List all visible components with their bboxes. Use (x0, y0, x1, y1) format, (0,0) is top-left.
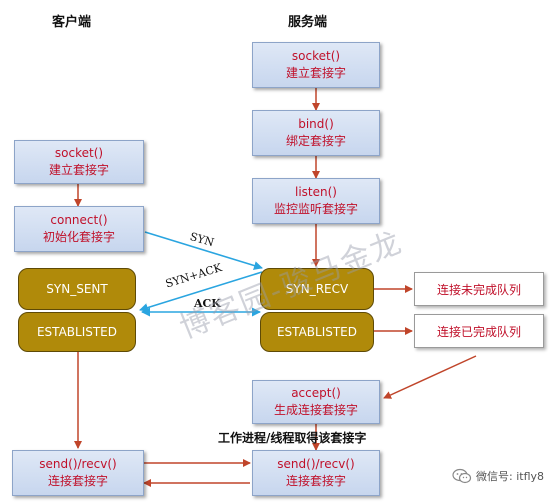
complete-connection-queue: 连接已完成队列 (414, 314, 544, 348)
client-connect-box: connect() 初始化套接字 (14, 206, 144, 252)
server-socket-call: socket() (291, 49, 341, 63)
server-accept-call: accept() (291, 386, 341, 400)
server-accept-desc: 生成连接套接字 (273, 403, 358, 417)
arrow-syn (144, 231, 263, 270)
wechat-icon (452, 468, 472, 484)
client-sendrecv-call: send()/recv() (39, 457, 117, 471)
server-bind-box: bind() 绑定套接字 (252, 110, 380, 156)
server-state-syn-recv: SYN_RECV (260, 268, 374, 310)
client-sendrecv-desc: 连接套接字 (47, 474, 108, 488)
client-connect-desc: 初始化套接字 (42, 230, 115, 244)
arrow-complete-queue-to-accept (383, 355, 477, 399)
ack-label: ACK (194, 297, 221, 310)
server-listen-call: listen() (295, 185, 337, 199)
arrow-syn-ack (139, 271, 263, 312)
client-sendrecv-box: send()/recv() 连接套接字 (12, 450, 144, 496)
client-connect-call: connect() (50, 213, 108, 227)
client-socket-call: socket() (54, 146, 104, 160)
incomplete-connection-queue: 连接未完成队列 (414, 272, 544, 306)
server-heading: 服务端 (288, 15, 328, 30)
client-state-syn-sent: SYN_SENT (18, 268, 136, 310)
wechat-id-label: 微信号: itfly8 (476, 470, 545, 483)
client-heading: 客户端 (52, 15, 92, 30)
server-socket-box: socket() 建立套接字 (252, 42, 380, 88)
server-bind-call: bind() (298, 117, 334, 131)
server-bind-desc: 绑定套接字 (285, 134, 346, 148)
server-listen-box: listen() 监控监听套接字 (252, 178, 380, 224)
client-socket-box: socket() 建立套接字 (14, 140, 144, 184)
server-listen-desc: 监控监听套接字 (273, 202, 358, 216)
client-state-established: ESTABLISTED (18, 312, 136, 352)
server-state-established: ESTABLISTED (260, 312, 374, 352)
server-accept-box: accept() 生成连接套接字 (252, 380, 380, 424)
wechat-badge: 微信号: itfly8 (452, 468, 544, 484)
server-sendrecv-desc: 连接套接字 (285, 474, 346, 488)
worker-caption: 工作进程/线程取得该套接字 (218, 431, 367, 445)
server-sendrecv-box: send()/recv() 连接套接字 (252, 450, 380, 496)
server-socket-desc: 建立套接字 (285, 66, 346, 80)
client-socket-desc: 建立套接字 (48, 163, 109, 177)
server-sendrecv-call: send()/recv() (277, 457, 355, 471)
